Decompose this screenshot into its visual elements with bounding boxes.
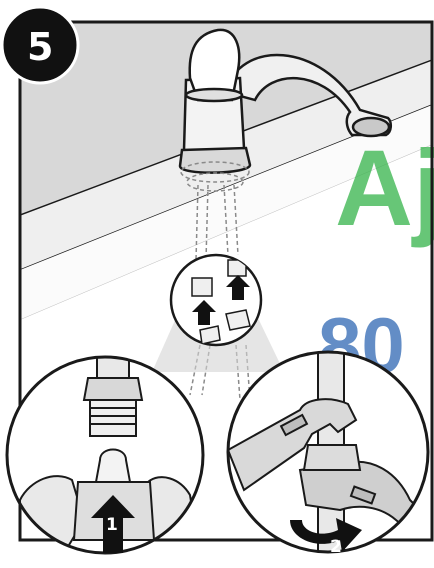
watermark-text-top: Aj [335,127,434,248]
step-number: 5 [27,25,53,69]
connection-detail-circle [171,255,261,345]
callout-number-2: 2 [330,537,342,557]
callout-number-1: 1 [106,515,118,535]
step-number-badge: 5 [2,7,78,83]
